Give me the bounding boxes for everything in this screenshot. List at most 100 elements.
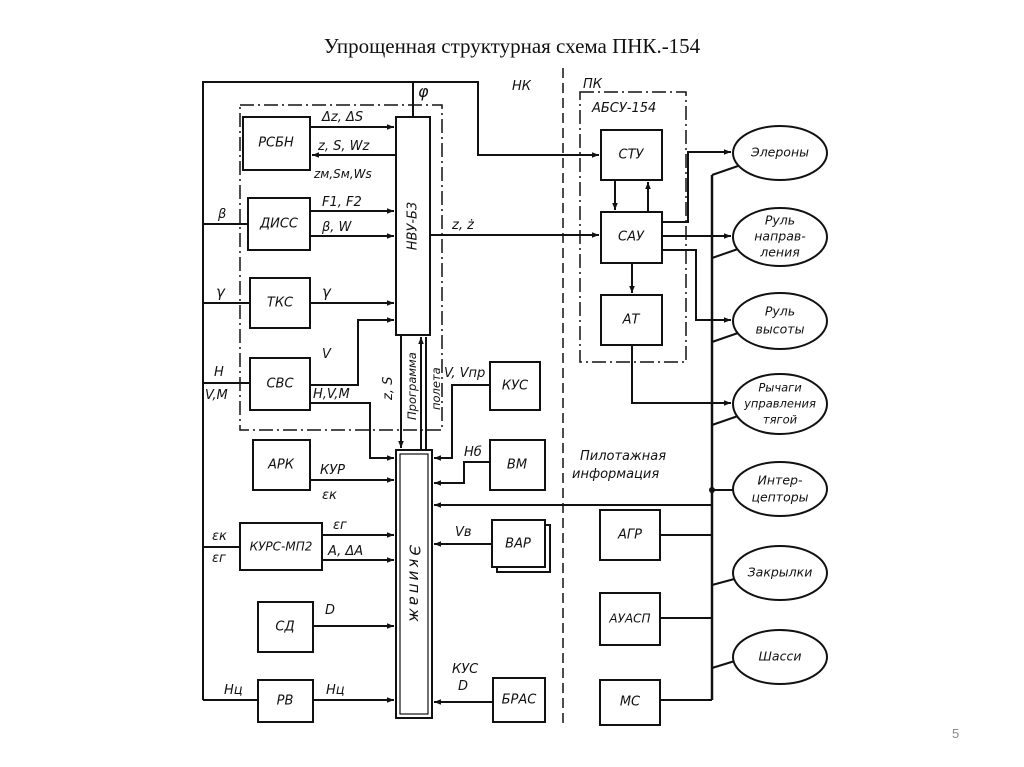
svg-text:СВС: СВС	[266, 377, 294, 392]
block-at: АТ	[600, 294, 663, 346]
svg-text:D: D	[325, 603, 335, 618]
svg-text:САУ: САУ	[618, 230, 645, 245]
svg-text:АТ: АТ	[622, 313, 641, 328]
svg-text:z, ż: z, ż	[451, 218, 475, 233]
svg-text:ДИСС: ДИСС	[259, 217, 299, 232]
svg-text:КУС: КУС	[452, 662, 479, 677]
svg-text:РВ: РВ	[277, 694, 294, 709]
svg-text:КУС: КУС	[502, 379, 529, 394]
svg-text:γ: γ	[216, 283, 226, 301]
signal-labels: φ Δz, ΔS z, S, Wz zм,Sм,Ws F1, F2 β, W γ…	[205, 82, 666, 698]
svg-text:Руль: Руль	[765, 213, 795, 228]
svg-text:направ-: направ-	[754, 229, 806, 244]
block-bras: БРАС	[492, 677, 546, 723]
svg-text:МС: МС	[620, 695, 641, 710]
block-sau: САУ	[600, 211, 663, 264]
svg-text:εг: εг	[212, 551, 226, 566]
svg-text:ления: ления	[759, 245, 800, 260]
svg-text:АУАСП: АУАСП	[608, 612, 650, 626]
block-rsbn: РСБН	[242, 116, 311, 171]
actuator-rychagi-tyagi: Рычаги управления тягой	[732, 373, 828, 435]
svg-text:управления: управления	[743, 397, 816, 411]
block-var: ВАР	[491, 519, 551, 573]
svg-text:РСБН: РСБН	[258, 136, 294, 151]
block-stu: СТУ	[600, 129, 663, 181]
svg-text:Hц: Hц	[326, 683, 345, 698]
svg-text:КУР: КУР	[320, 463, 345, 478]
svg-text:Hб: Hб	[464, 445, 482, 460]
svg-text:НВУ-Б3: НВУ-Б3	[406, 202, 421, 251]
zone-label-nk: НК	[512, 79, 532, 94]
block-agr: АГР	[599, 509, 661, 561]
svg-text:V,M: V,M	[205, 388, 228, 403]
pilot-info-label: информация	[572, 467, 659, 482]
block-kurs-mp2: КУРС-МП2	[239, 522, 323, 571]
block-auasp: АУАСП	[599, 592, 661, 646]
svg-text:zм,Sм,Ws: zм,Sм,Ws	[313, 167, 372, 181]
svg-text:z, S, Wz: z, S, Wz	[317, 139, 370, 154]
svg-text:εк: εк	[322, 488, 337, 503]
svg-text:Vв: Vв	[455, 525, 472, 540]
zone-label-pk: ПК	[583, 77, 603, 92]
svg-text:β, W: β, W	[321, 220, 353, 235]
svg-text:εг: εг	[333, 518, 347, 533]
svg-text:Шасси: Шасси	[759, 649, 802, 664]
svg-text:Интер-: Интер-	[758, 473, 803, 488]
svg-text:тягой: тягой	[763, 413, 798, 427]
block-tks: ТКС	[249, 277, 311, 329]
page-number: 5	[952, 726, 960, 741]
actuator-zakrylki: Закрылки	[732, 545, 828, 601]
svg-text:γ: γ	[322, 283, 332, 301]
svg-text:φ: φ	[418, 82, 429, 101]
actuator-rul-vysoty: Руль высоты	[732, 292, 828, 350]
svg-text:D: D	[458, 679, 468, 694]
block-rv: РВ	[257, 679, 314, 723]
actuator-elerony: Элероны	[732, 125, 828, 181]
svg-text:БРАС: БРАС	[502, 693, 538, 708]
svg-text:Программа: Программа	[405, 352, 419, 420]
svg-text:ТКС: ТКС	[267, 296, 294, 311]
svg-text:V, Vпр: V, Vпр	[444, 366, 485, 381]
svg-text:Экипаж: Экипаж	[406, 544, 424, 625]
svg-text:z, S: z, S	[381, 377, 396, 401]
block-diss: ДИСС	[247, 197, 311, 251]
svg-text:Δz, ΔS: Δz, ΔS	[321, 110, 363, 125]
svg-text:Элероны: Элероны	[750, 145, 809, 160]
svg-text:β: β	[217, 207, 226, 222]
svg-text:высоты: высоты	[756, 322, 805, 337]
svg-text:АРК: АРК	[267, 458, 295, 473]
svg-text:Рычаги: Рычаги	[758, 381, 802, 395]
block-vm: ВМ	[489, 439, 546, 491]
block-sd: СД	[257, 601, 314, 653]
svg-text:полета: полета	[429, 367, 443, 410]
svg-text:εк: εк	[212, 529, 227, 544]
svg-text:Руль: Руль	[765, 304, 795, 319]
actuator-shassi: Шасси	[732, 629, 828, 685]
block-svs: СВС	[249, 357, 311, 411]
svg-text:ВАР: ВАР	[505, 537, 531, 552]
svg-text:F1, F2: F1, F2	[322, 195, 362, 210]
svg-text:АГР: АГР	[617, 528, 642, 543]
svg-text:Закрылки: Закрылки	[748, 565, 813, 580]
block-nvu: НВУ-Б3	[395, 116, 431, 336]
svg-text:H,V,M: H,V,M	[313, 387, 350, 402]
absu-label: АБСУ-154	[591, 101, 656, 116]
nk-sensor-group-border	[239, 104, 443, 431]
svg-text:A, ΔA: A, ΔA	[327, 544, 363, 559]
svg-text:цепторы: цепторы	[751, 490, 808, 505]
connections	[202, 81, 739, 705]
svg-text:V: V	[322, 347, 332, 362]
svg-text:ВМ: ВМ	[507, 458, 527, 473]
absu-border	[579, 91, 687, 363]
svg-text:H: H	[214, 365, 224, 380]
svg-text:Hц: Hц	[224, 683, 243, 698]
block-ekipazh: Экипаж	[395, 449, 433, 719]
svg-text:СТУ: СТУ	[619, 148, 645, 163]
block-ark: АРК	[252, 439, 311, 491]
block-ms: МС	[599, 679, 661, 726]
slide-title: Упрощенная структурная схема ПНК.-154	[323, 34, 701, 58]
block-kus: КУС	[489, 361, 541, 411]
pilot-info-label: Пилотажная	[580, 449, 666, 464]
